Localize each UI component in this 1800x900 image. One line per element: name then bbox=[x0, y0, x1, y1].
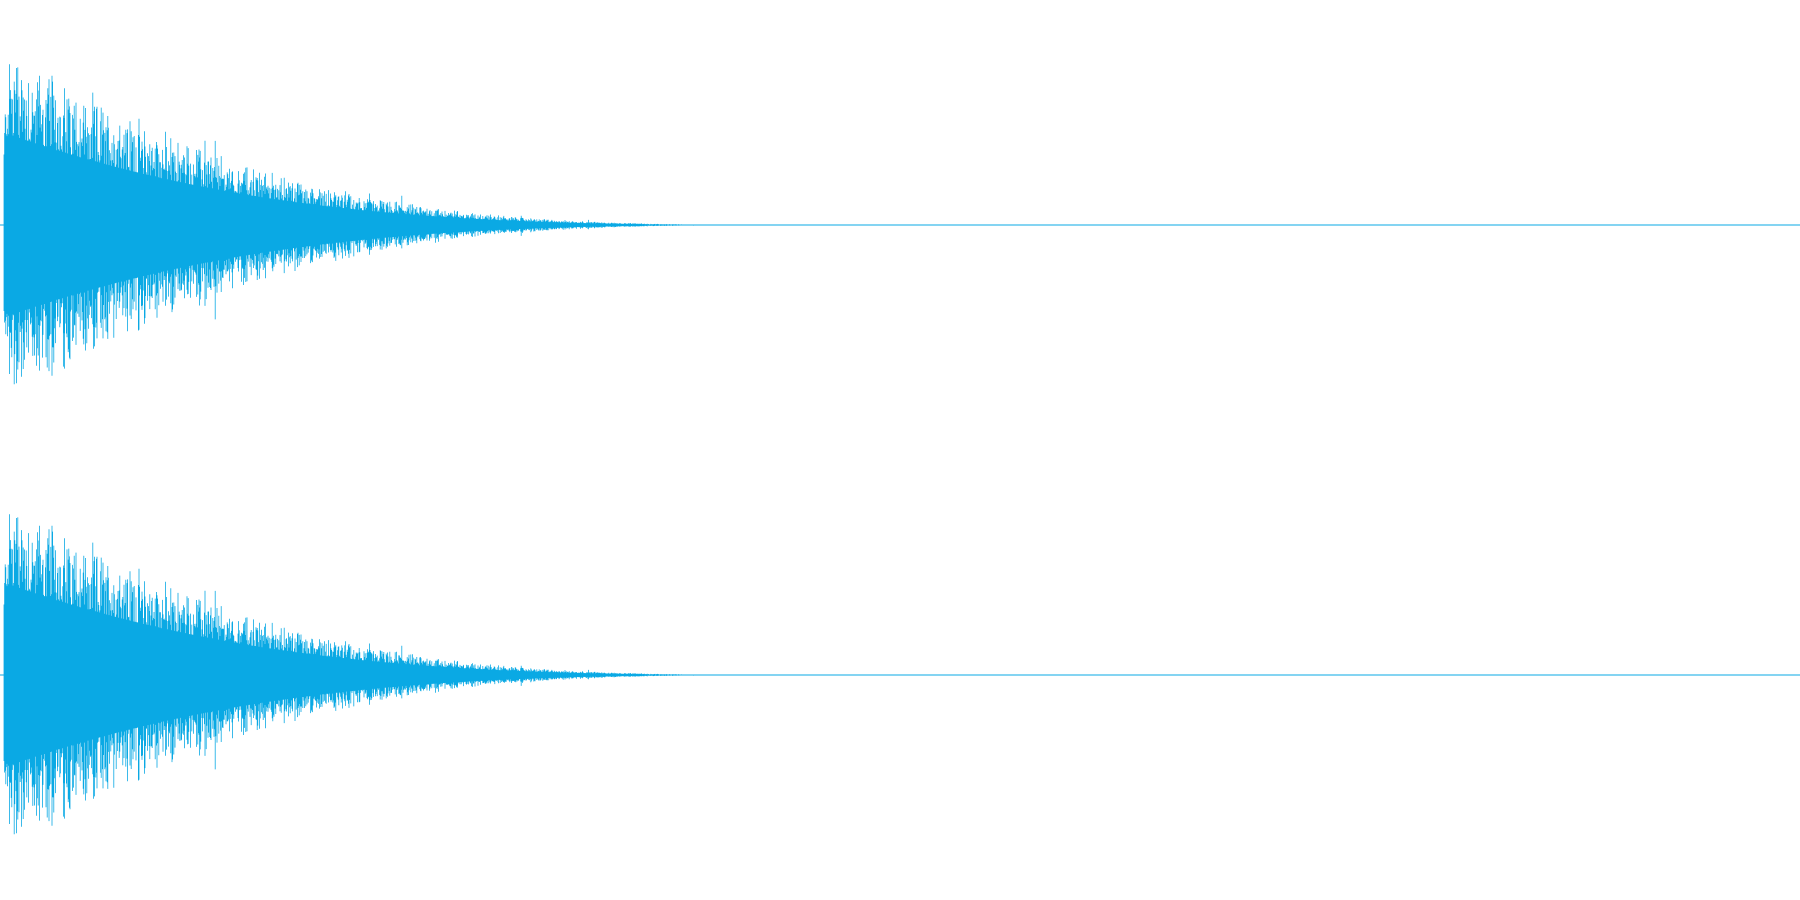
waveform-channel-right bbox=[0, 450, 1800, 900]
waveform-right-svg bbox=[0, 514, 1800, 835]
waveform-left-svg bbox=[0, 64, 1800, 385]
waveform-right-core bbox=[5, 583, 648, 767]
waveform-channel-left bbox=[0, 64, 1800, 385]
waveform-left-core bbox=[5, 133, 648, 317]
